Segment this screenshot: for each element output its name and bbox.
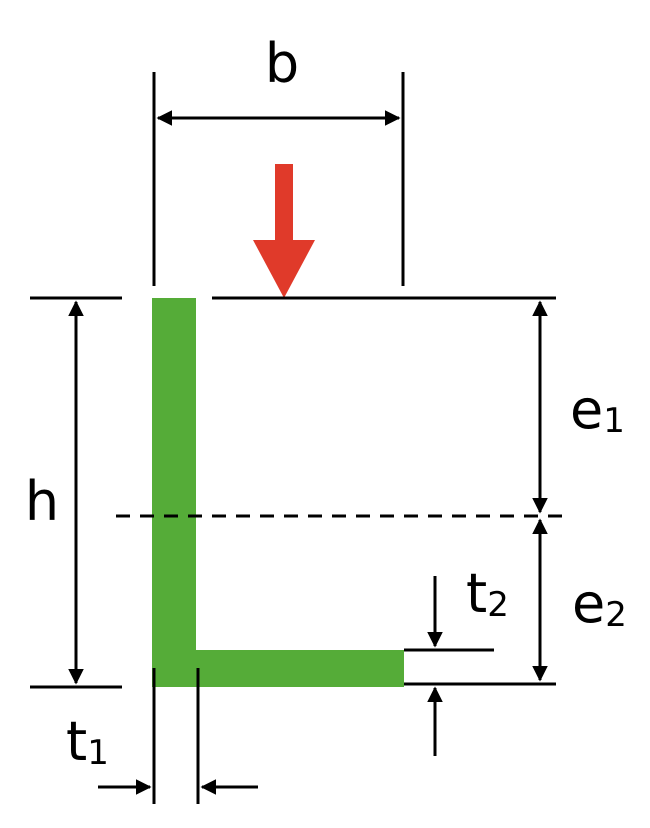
t1-dimension	[98, 668, 258, 804]
label-t1-sub: 1	[87, 733, 109, 773]
label-e2-main: e	[572, 572, 605, 635]
label-b: b	[265, 32, 299, 95]
label-t1: t1	[66, 710, 109, 773]
reference-lines	[30, 296, 556, 689]
label-t2-main: t	[466, 562, 487, 625]
label-t2: t2	[466, 562, 509, 625]
label-t2-sub: 2	[487, 585, 509, 625]
l-profile-shape	[152, 298, 404, 687]
label-e1-main: e	[570, 378, 603, 441]
width-dimension	[152, 72, 405, 286]
label-h: h	[25, 470, 59, 533]
label-e2: e2	[572, 572, 627, 635]
label-e1-sub: 1	[603, 401, 625, 441]
load-arrow	[253, 164, 315, 298]
label-e2-sub: 2	[605, 595, 627, 635]
label-t1-main: t	[66, 710, 87, 773]
label-e1: e1	[570, 378, 625, 441]
